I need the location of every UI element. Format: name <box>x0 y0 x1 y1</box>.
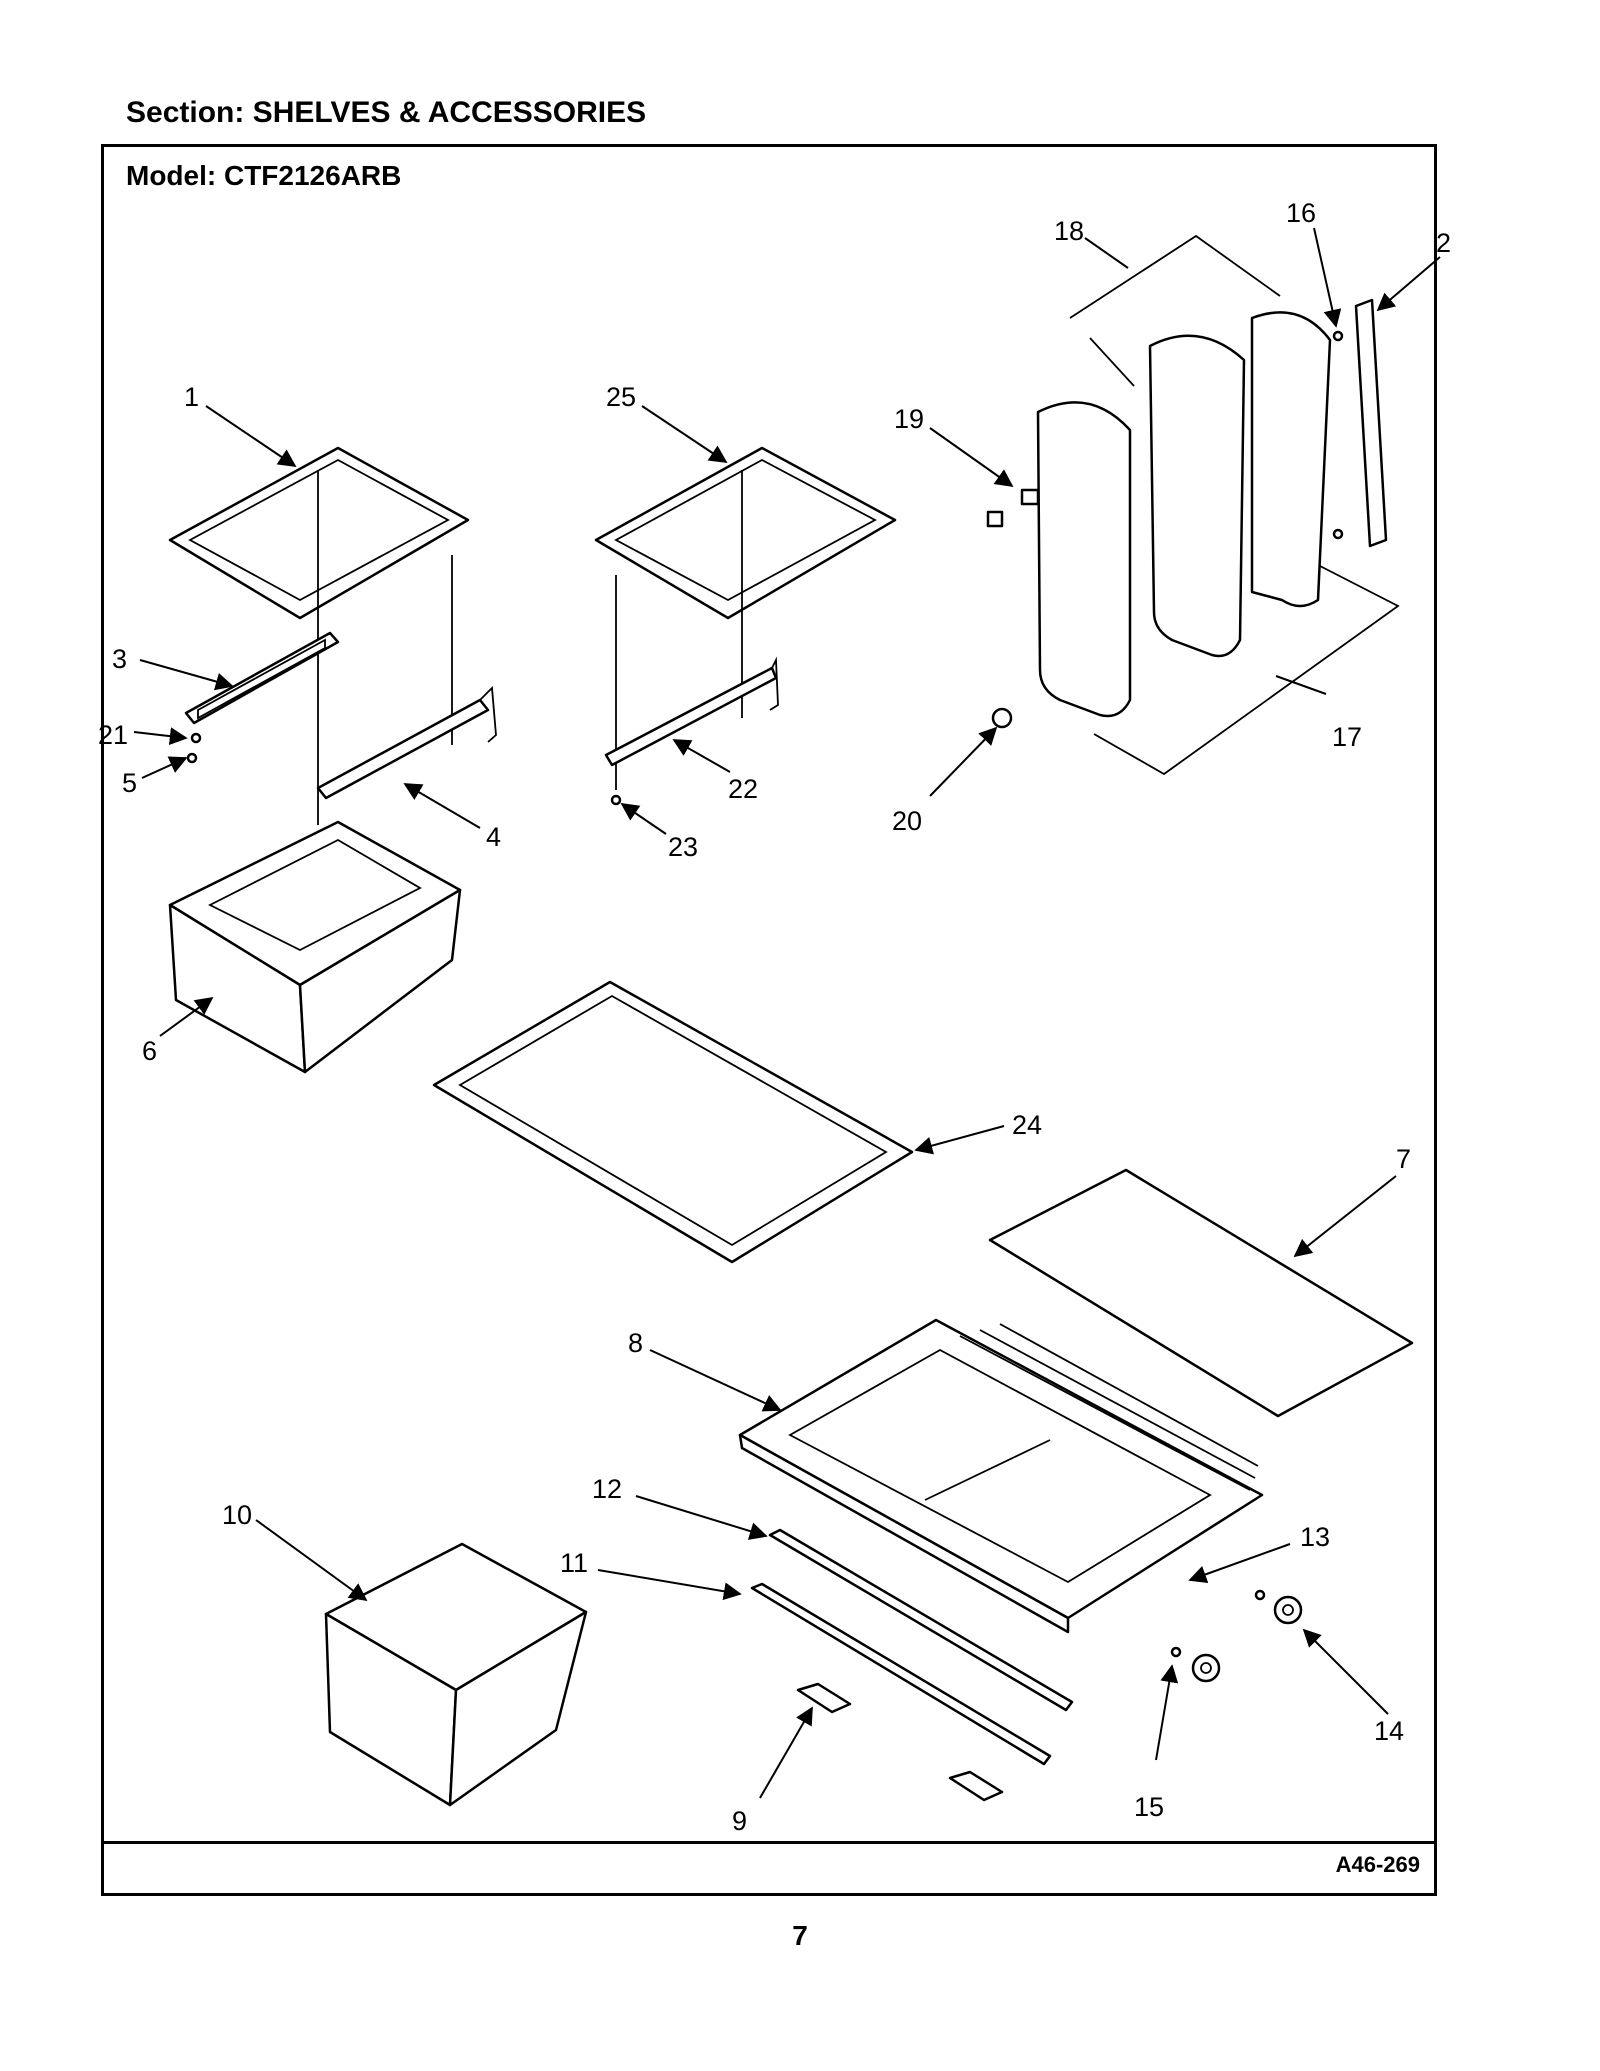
callout-8: 8 <box>628 1328 643 1358</box>
leader-1 <box>205 405 297 468</box>
callout-13: 13 <box>1300 1522 1330 1552</box>
callout-9: 9 <box>732 1806 747 1836</box>
callout-5: 5 <box>122 768 137 798</box>
callout-6: 6 <box>142 1036 157 1066</box>
part-11-rail <box>750 1582 1052 1766</box>
part-12-rail <box>768 1528 1074 1712</box>
callout-16: 16 <box>1286 198 1316 228</box>
leader-3 <box>139 659 234 691</box>
part-25-glass-shelf <box>594 446 897 790</box>
callout-10: 10 <box>222 1500 252 1530</box>
callout-2: 2 <box>1436 228 1451 258</box>
leader-4 <box>403 783 481 829</box>
callout-19: 19 <box>894 404 924 434</box>
callout-21: 21 <box>98 720 128 750</box>
leader-21 <box>133 727 188 746</box>
part-19-clip <box>986 488 1040 528</box>
part-14-roller <box>1254 1589 1303 1625</box>
callout-1: 1 <box>184 382 199 412</box>
leader-11 <box>597 1569 742 1601</box>
part-17-18-door-bins <box>1036 234 1400 776</box>
leader-25 <box>641 405 728 463</box>
model-title: Model: CTF2126ARB <box>126 160 402 191</box>
part-8-crisper-frame <box>738 1318 1264 1634</box>
part-2-rail <box>1354 298 1388 548</box>
leader-5 <box>141 756 188 779</box>
callout-20: 20 <box>892 806 922 836</box>
leader-16 <box>1313 227 1342 328</box>
part-9-slide-guide <box>796 1682 1004 1802</box>
callout-3: 3 <box>112 644 127 674</box>
callout-22: 22 <box>728 774 758 804</box>
callout-15: 15 <box>1134 1792 1164 1822</box>
diagram-frame <box>101 144 1437 1896</box>
part-10-bin <box>324 1542 588 1807</box>
part-6-crisper-drawer <box>168 820 462 1074</box>
leader-9 <box>759 1706 813 1799</box>
leader-20 <box>929 726 998 797</box>
callout-7: 7 <box>1396 1144 1411 1174</box>
leader-13 <box>1188 1543 1291 1583</box>
part-23-screw <box>610 794 622 806</box>
callout-17: 17 <box>1332 722 1362 752</box>
part-16-screw <box>1332 330 1344 540</box>
part-7-cover-sheet <box>988 1168 1414 1418</box>
leader-10 <box>255 1519 368 1602</box>
leader-7 <box>1293 1175 1397 1258</box>
section-title: Section: SHELVES & ACCESSORIES <box>126 96 647 129</box>
leader-6 <box>159 996 214 1037</box>
callout-23: 23 <box>668 832 698 862</box>
callout-11: 11 <box>560 1548 588 1578</box>
leader-22 <box>672 739 731 773</box>
callout-18: 18 <box>1054 216 1084 246</box>
part-1-glass-shelf <box>168 446 470 825</box>
leader-19 <box>929 427 1014 488</box>
part-21-5-fasteners <box>186 732 202 764</box>
callout-12: 12 <box>592 1474 622 1504</box>
callout-4: 4 <box>486 822 501 852</box>
leader-23 <box>620 802 667 835</box>
part-22-shelf-support <box>604 656 779 767</box>
callout-25: 25 <box>606 382 636 412</box>
leader-24 <box>914 1125 1005 1155</box>
leader-17 <box>1275 675 1327 695</box>
page-number: 7 <box>792 1920 808 1951</box>
drawing-code: A46-269 <box>1335 1852 1420 1877</box>
part-3-bracket <box>184 631 340 725</box>
leader-14 <box>1302 1628 1389 1715</box>
leader-8 <box>649 1349 782 1412</box>
part-4-bracket <box>316 685 497 800</box>
leader-12 <box>635 1495 768 1540</box>
part-20-clip <box>991 707 1013 729</box>
leader-18 <box>1084 237 1129 269</box>
callout-24: 24 <box>1012 1110 1042 1140</box>
part-24-glass-shelf <box>432 980 914 1264</box>
frame-divider <box>101 1841 1437 1844</box>
leader-15 <box>1155 1664 1179 1761</box>
part-15-roller <box>1170 1646 1221 1683</box>
leader-2 <box>1376 256 1441 312</box>
callout-14: 14 <box>1374 1716 1404 1746</box>
